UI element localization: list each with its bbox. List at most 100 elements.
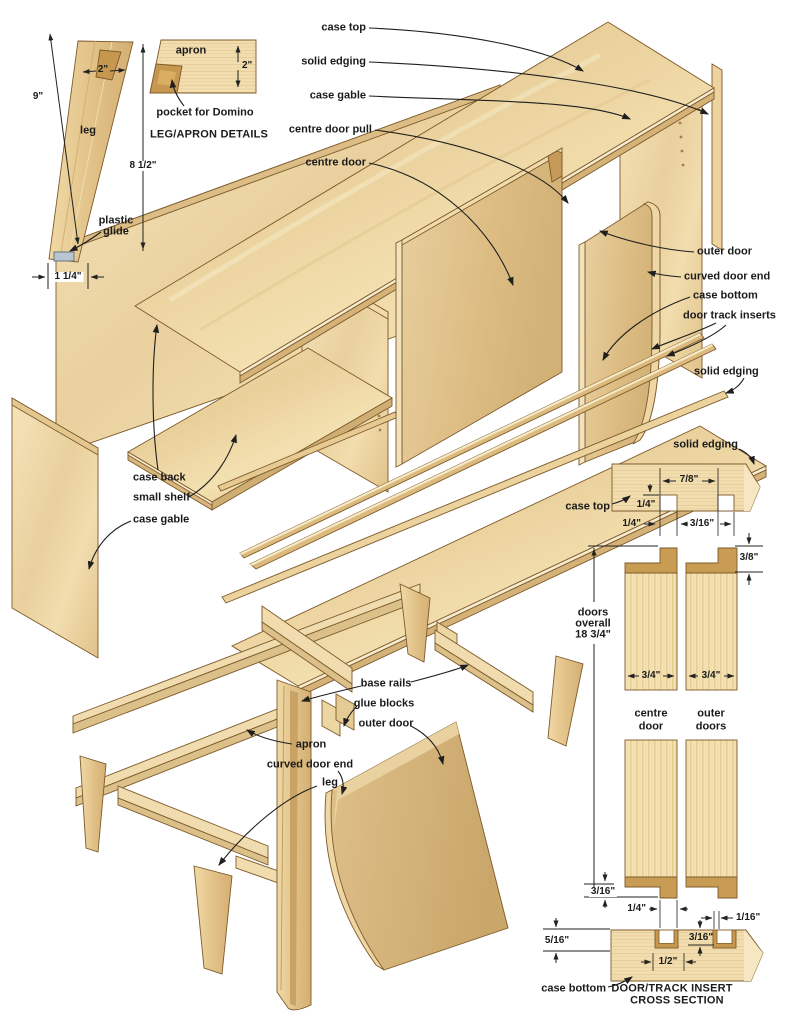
leader-solid-edging-mid <box>724 377 745 394</box>
label-case-bottom: case bottom <box>693 289 758 302</box>
label-leg-apron-details-title: LEG/APRON DETAILS <box>150 128 269 141</box>
detail-leg-mortise <box>95 49 122 81</box>
dim-apron-drop: 8 1/2" <box>127 160 159 171</box>
leader-track-insert-2 <box>665 324 727 357</box>
leader-leg-bottom <box>218 785 318 866</box>
label-leg-bottom: leg <box>322 776 338 789</box>
leg-apron-detail <box>48 39 257 263</box>
part-base-rail-back <box>72 583 421 734</box>
label-outer-door-bottom: outer door <box>358 717 414 730</box>
leader-outer-door <box>598 230 695 253</box>
dim-bottom-edge: 5/16" <box>544 935 570 946</box>
label-outer-door: outer door <box>697 245 752 258</box>
dim-groove2-width: 3/16" <box>687 518 717 529</box>
label-case-gable-left: case gable <box>133 513 190 526</box>
dim-clearance: 1/16" <box>736 912 761 923</box>
label-doors-overall-2: overall <box>573 617 613 630</box>
part-apron-side-left <box>117 785 269 866</box>
label-doors-overall-3: 18 3/4" <box>573 628 613 641</box>
part-solid-edging-gable <box>711 63 723 251</box>
leader-track-insert-1 <box>650 322 717 350</box>
leader-case-gable-top <box>368 95 632 120</box>
leader-lines <box>69 27 755 988</box>
label-apron: apron <box>175 44 207 57</box>
label-cs-centre-door-2: door <box>638 720 664 733</box>
label-cs-title-2: CROSS SECTION <box>630 994 724 1007</box>
label-apron-bottom: apron <box>295 738 327 751</box>
label-cs-solid-edging: solid edging <box>673 438 738 451</box>
part-case-gable-left <box>11 397 99 659</box>
label-curved-door-end: curved door end <box>684 270 771 283</box>
part-centre-door <box>395 147 563 468</box>
part-solid-edging-bottom <box>221 390 729 604</box>
dim-centre-door-thickness: 3/4" <box>641 670 661 681</box>
leader-glue-blocks <box>343 705 358 728</box>
dim-track-spacing: 1/2" <box>658 956 678 967</box>
part-apron-front <box>75 701 296 807</box>
label-doors-overall-1: doors <box>575 606 611 619</box>
leader-centre-door <box>368 162 514 287</box>
label-cs-case-top: case top <box>565 500 610 513</box>
dimension-lines <box>32 33 763 971</box>
label-solid-edging-top: solid edging <box>301 55 366 68</box>
dim-foot-width: 1 1/4" <box>52 271 84 282</box>
label-case-gable-top: case gable <box>309 89 366 102</box>
leader-small-shelf <box>188 433 237 498</box>
part-leg-back-right <box>399 583 431 663</box>
leader-curved-door-end <box>646 270 682 278</box>
leader-plastic-glide <box>69 231 102 252</box>
leader-case-top <box>368 27 584 72</box>
dim-leg-height: 9" <box>32 91 44 102</box>
detail-leg <box>48 40 134 263</box>
label-centre-door-pull: centre door pull <box>288 123 372 136</box>
part-curved-door-end-piece <box>276 679 312 1011</box>
detail-plastic-glide <box>53 251 75 262</box>
leader-pocket <box>169 78 185 107</box>
part-leg-front-left <box>79 755 107 853</box>
dim-leg-top-width: 2" <box>97 64 109 75</box>
leader-outer-door-bottom <box>410 725 445 766</box>
leader-solid-edging-top <box>368 61 709 115</box>
base-frame-assembly <box>72 583 584 1011</box>
leader-base-rail-right <box>410 664 470 683</box>
leader-centre-door-pull <box>374 129 569 204</box>
label-centre-door: centre door <box>305 156 366 169</box>
part-door-track-inserts <box>239 332 717 570</box>
dim-top-gap: 3/8" <box>739 552 759 563</box>
cs-case-bottom <box>610 929 764 982</box>
cross-section <box>610 463 764 982</box>
label-case-top: case top <box>321 21 366 34</box>
dim-insert-groove: 3/16" <box>688 932 714 943</box>
label-cs-centre-door-1: centre <box>634 707 668 720</box>
label-base-rails: base rails <box>360 677 412 690</box>
dim-groove1-width: 1/4" <box>622 518 641 529</box>
cs-centre-door-upper <box>624 547 678 691</box>
part-outer-door-bottom <box>324 721 509 971</box>
leader-case-back <box>152 323 160 471</box>
leader-cs-case-bottom <box>607 976 633 988</box>
label-cs-outer-doors-2: doors <box>695 720 727 733</box>
part-base-rail-right <box>434 621 534 713</box>
label-cs-outer-doors-1: outer <box>697 707 725 720</box>
dim-groove-depth: 1/4" <box>636 499 656 510</box>
leader-cs-solid-edging <box>738 448 755 466</box>
part-leg-front-middle <box>193 865 233 975</box>
leader-curved-door-end-bottom <box>337 770 348 796</box>
leader-case-bottom <box>602 296 691 361</box>
label-small-shelf: small shelf <box>133 491 190 504</box>
dim-apron-height: 2" <box>242 60 253 71</box>
part-leg-right <box>547 655 584 747</box>
part-curved-door-end-upper <box>632 201 661 445</box>
leader-apron <box>246 729 293 745</box>
label-solid-edging-mid: solid edging <box>694 365 759 378</box>
dim-bottom-rabbet: 3/16" <box>588 886 618 897</box>
dim-bottom-tongue: 1/4" <box>627 903 646 914</box>
part-centre-door-pull <box>547 150 563 183</box>
cs-outer-door-upper <box>685 547 738 691</box>
leader-base-rail-left <box>300 685 362 702</box>
cs-centre-door-lower <box>624 739 678 899</box>
label-pocket-for-domino: pocket for Domino <box>156 106 254 119</box>
leader-case-gable-left <box>87 520 132 571</box>
